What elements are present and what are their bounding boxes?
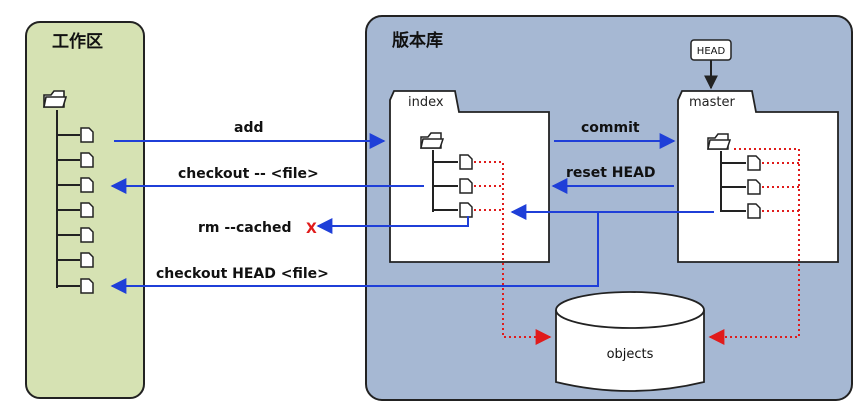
- index-label: index: [408, 95, 444, 110]
- master-file: [721, 203, 761, 219]
- rm-cached-arrow: [316, 216, 469, 234]
- index-file: [433, 202, 473, 218]
- master-file: [721, 179, 761, 195]
- master-label: master: [689, 95, 735, 110]
- repository-title: 版本库: [392, 30, 443, 51]
- index-objects-links: [474, 161, 552, 345]
- master-file: [721, 155, 761, 171]
- workspace-file: [57, 252, 94, 268]
- commit-label: commit: [581, 120, 640, 136]
- master-objects-links: [708, 148, 800, 345]
- checkout-file-label: checkout -- <file>: [178, 166, 319, 182]
- rm-cached-label: rm --cached: [198, 220, 292, 236]
- objects-store: objects: [555, 291, 705, 392]
- index-file: [433, 154, 473, 170]
- workspace-title: 工作区: [52, 31, 103, 52]
- index-file: [433, 178, 473, 194]
- checkout-head-arrow: [110, 212, 599, 294]
- workspace-file: [57, 278, 94, 294]
- master-box: master: [677, 90, 839, 263]
- index-folder-icon: [420, 132, 445, 149]
- reset-head-label: reset HEAD: [566, 165, 656, 181]
- workspace-folder-icon: [43, 90, 68, 108]
- workspace-file: [57, 202, 94, 218]
- checkout-head-label: checkout HEAD <file>: [156, 266, 329, 282]
- workspace-file: [57, 152, 94, 168]
- workspace-file: [57, 127, 94, 143]
- index-box: index: [389, 90, 550, 263]
- objects-label: objects: [607, 347, 654, 362]
- workspace-file: [57, 177, 94, 193]
- master-folder-icon: [707, 133, 732, 150]
- add-label: add: [234, 120, 264, 136]
- head-label: HEAD: [697, 46, 726, 57]
- workspace-panel: 工作区: [25, 21, 145, 399]
- head-pointer: HEAD: [690, 39, 732, 90]
- rm-cached-x-mark: X: [306, 221, 317, 237]
- workspace-file: [57, 227, 94, 243]
